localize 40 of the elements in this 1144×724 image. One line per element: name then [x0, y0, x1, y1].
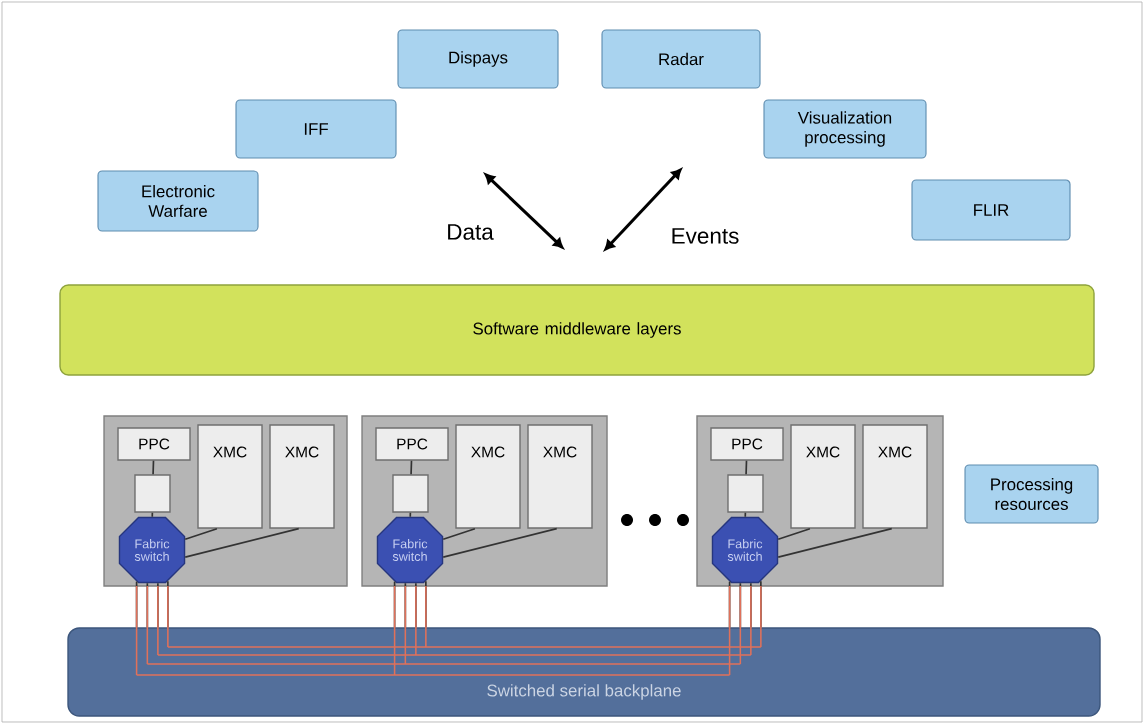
text-box: FLIR: [911, 179, 1071, 241]
connector-line: [442, 527, 476, 541]
text-box: Radar: [601, 29, 761, 89]
connector-line: [442, 527, 558, 558]
bridge-box: [727, 474, 764, 513]
fabric-switch: Fabric switch: [711, 516, 779, 584]
text-box: Dispays: [397, 29, 559, 89]
mezzanine-module: XMC: [269, 424, 335, 529]
connector-line: [777, 527, 893, 558]
connector-line: [744, 511, 747, 518]
mezzanine-module: XMC: [862, 424, 928, 529]
mezzanine-module: XMC: [790, 424, 856, 529]
processor-module: PPC: [375, 427, 449, 461]
bridge-box: [134, 474, 171, 513]
connector-line: [184, 527, 218, 541]
text-box: Processing resources: [964, 464, 1099, 524]
connector-line: [410, 459, 413, 476]
mezzanine-module: XMC: [197, 424, 263, 529]
fabric-switch: Fabric switch: [118, 516, 186, 584]
processor-module: PPC: [117, 427, 191, 461]
flow-label: Events: [672, 228, 739, 244]
fabric-switch: Fabric switch: [376, 516, 444, 584]
connector-line: [745, 459, 748, 476]
connector-line: [409, 511, 412, 518]
connector-line: [151, 511, 154, 518]
layer-band: Software middleware layers: [59, 284, 1095, 376]
connector-line: [152, 459, 155, 476]
mezzanine-module: XMC: [527, 424, 593, 529]
connector-line: [184, 527, 300, 558]
flow-label: Data: [448, 224, 494, 240]
bridge-box: [392, 474, 429, 513]
text-box: Electronic Warfare: [97, 170, 259, 232]
processor-module: PPC: [710, 427, 784, 461]
text-box: IFF: [235, 99, 397, 159]
connector-line: [739, 582, 742, 629]
connector-line: [777, 527, 811, 541]
backplane-band: Switched serial backplane: [67, 627, 1101, 717]
mezzanine-module: XMC: [455, 424, 521, 529]
text-box: Visualization processing: [763, 99, 927, 159]
connector-line: [146, 582, 149, 629]
